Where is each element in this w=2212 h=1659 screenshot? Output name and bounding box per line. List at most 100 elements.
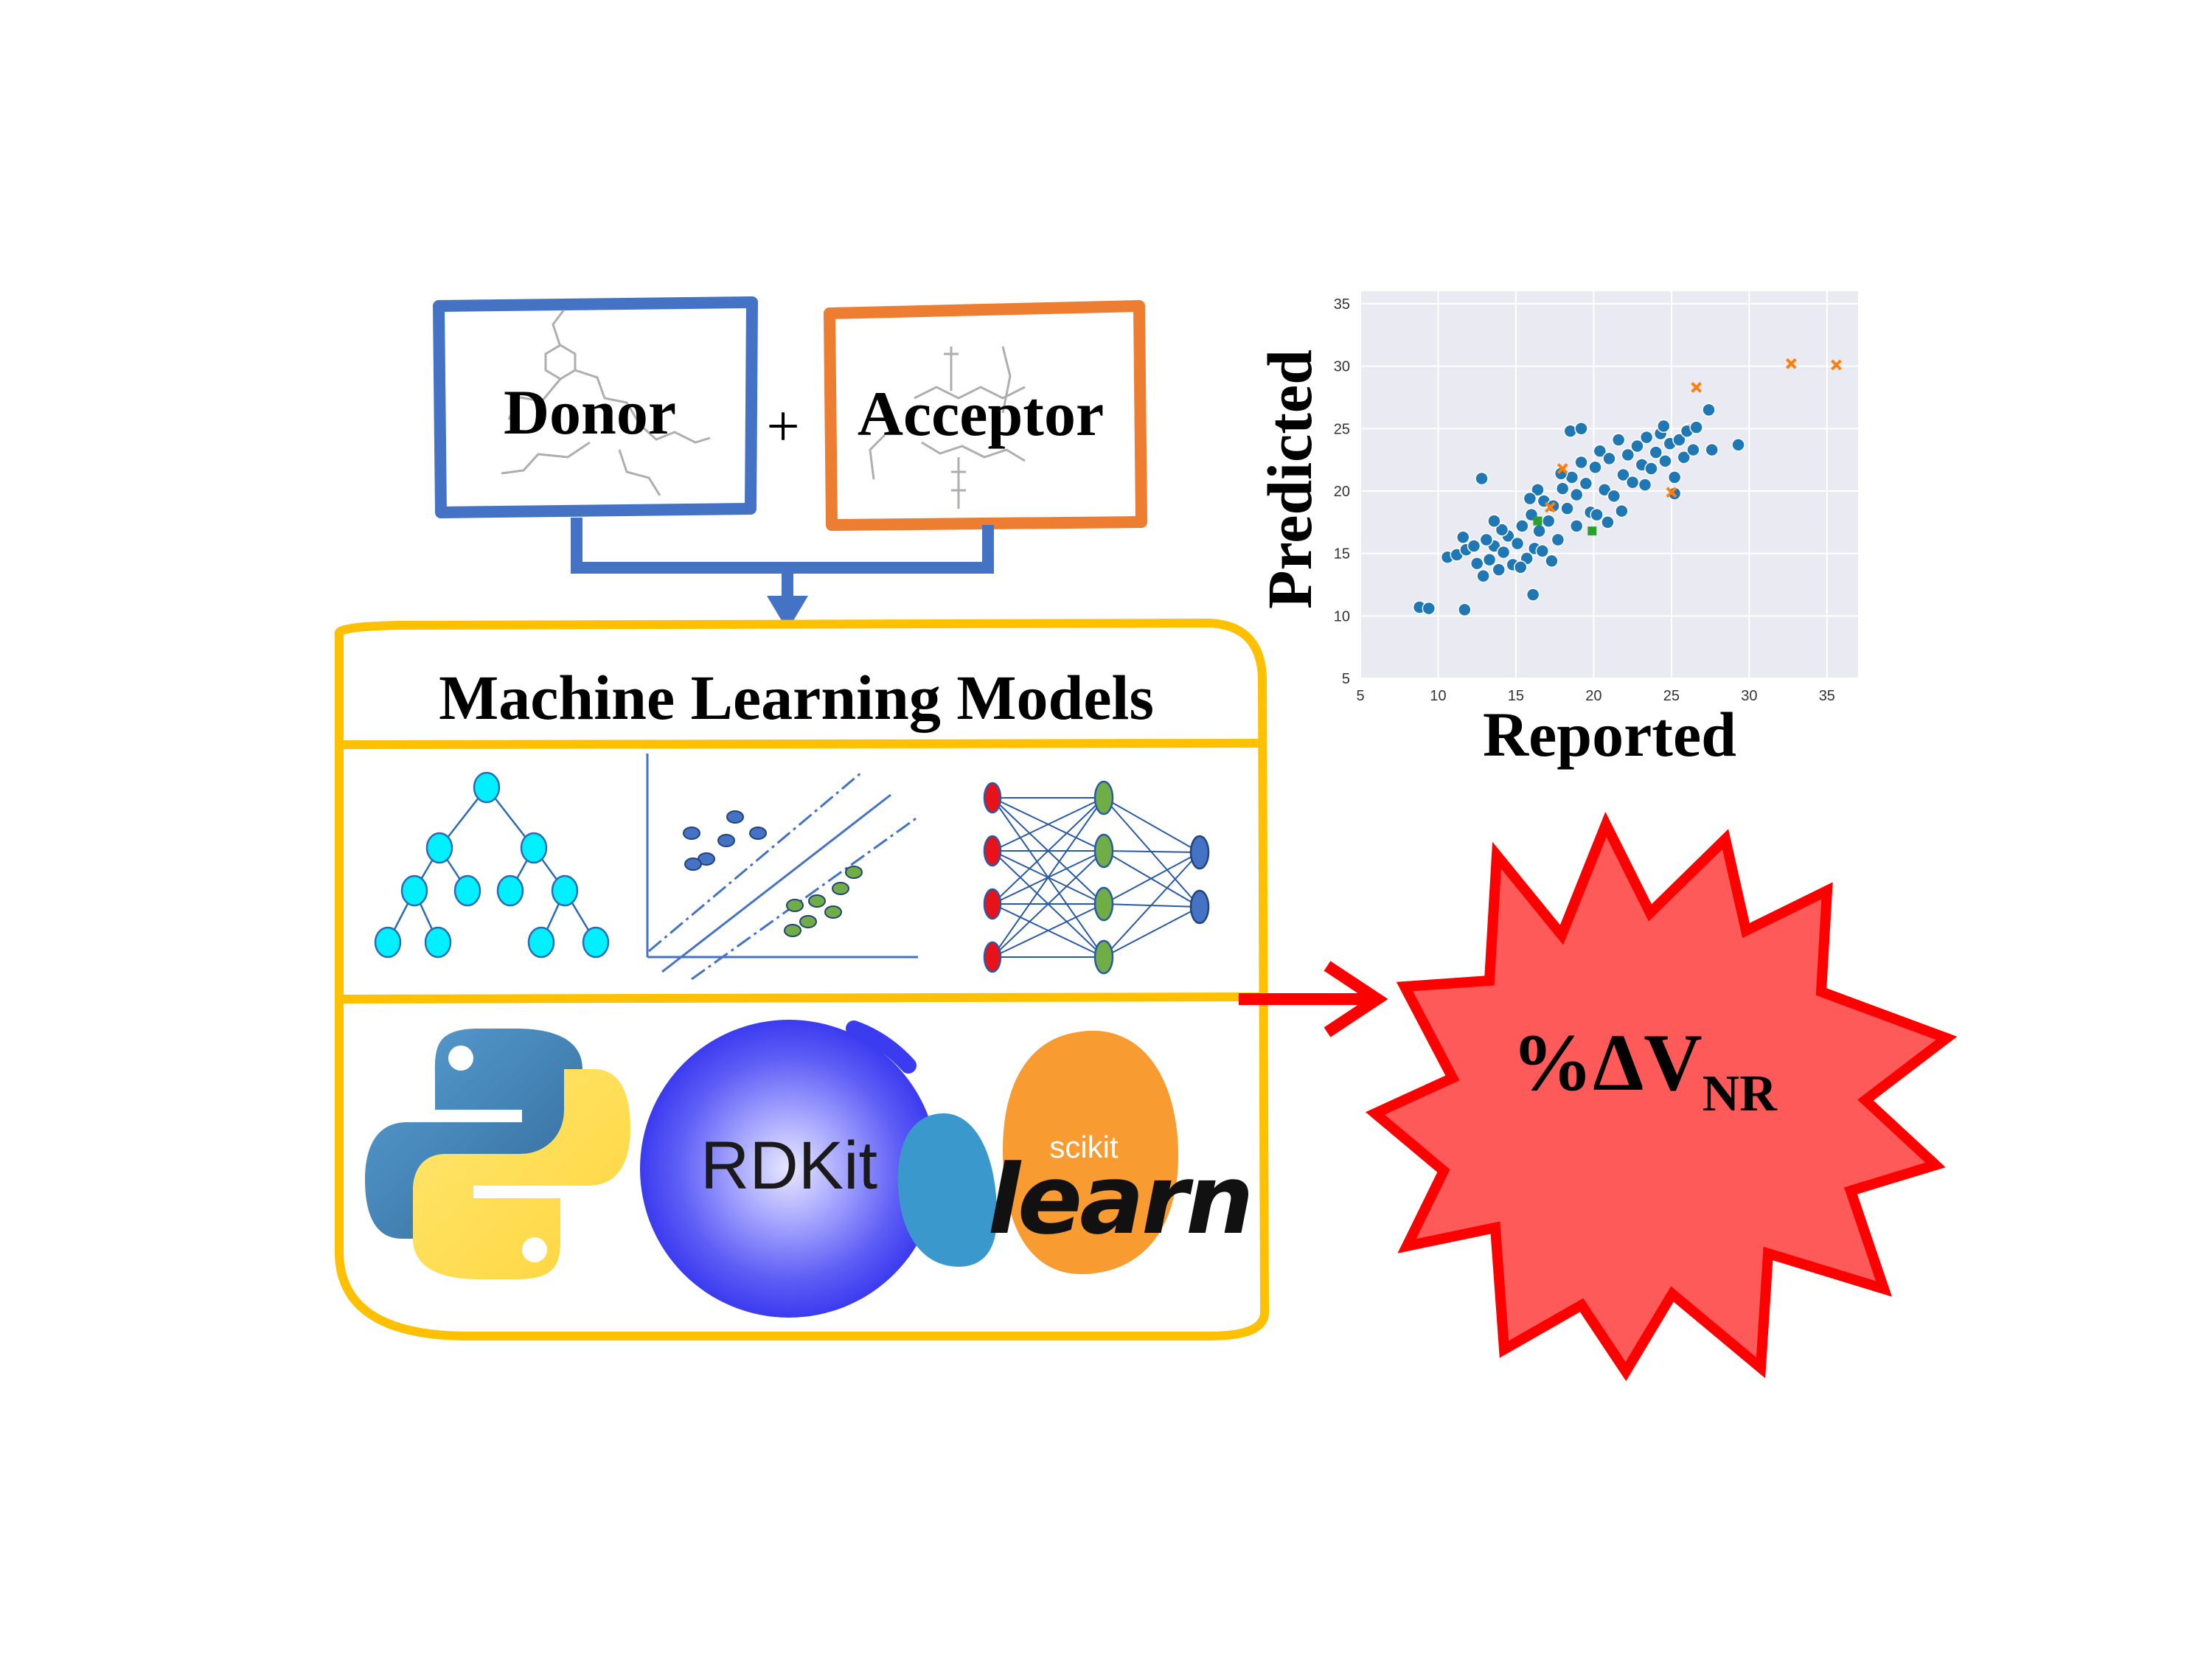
- input-connector-arrow: [571, 518, 994, 630]
- rdkit-logo-text: RDKit: [700, 1128, 877, 1203]
- x-tick-label: 10: [1430, 688, 1446, 704]
- data-point-circle: [1702, 403, 1716, 417]
- data-point-circle: [1569, 519, 1584, 533]
- data-point-circle: [1649, 445, 1663, 459]
- data-point-circle: [1555, 481, 1570, 495]
- data-point-circle: [1607, 489, 1621, 503]
- data-point-circle: [1579, 476, 1593, 491]
- acceptor-box: Acceptor: [824, 300, 1147, 531]
- neural-network-icon: [983, 780, 1210, 975]
- data-point-circle: [1593, 444, 1607, 459]
- data-point-circle: [1482, 552, 1497, 567]
- svm-scatter-icon: [646, 754, 919, 981]
- data-point-circle: [1422, 601, 1436, 616]
- data-point-circle: [1597, 483, 1612, 497]
- data-point-circle: [1731, 438, 1745, 452]
- y-tick-label: 30: [1334, 359, 1350, 375]
- data-point-circle: [1644, 462, 1658, 476]
- seaborn-logo: [897, 1113, 998, 1267]
- data-point-circle: [1569, 487, 1584, 502]
- acceptor-molecule-icon: [869, 346, 1026, 509]
- x-tick-label: 35: [1819, 688, 1835, 704]
- data-point-x: [1785, 358, 1797, 369]
- data-point-circle: [1496, 545, 1511, 560]
- models-title: Machine Learning Models: [439, 662, 1154, 733]
- data-point-circle: [1672, 433, 1686, 447]
- data-point-circle: [1476, 568, 1490, 583]
- data-point-circle: [1638, 478, 1652, 492]
- data-point-circle: [1616, 467, 1630, 482]
- data-point-circle: [1515, 519, 1529, 533]
- data-point-circle: [1621, 448, 1635, 462]
- data-point-x: [1831, 359, 1842, 371]
- data-point-circle: [1487, 514, 1501, 528]
- donor-label: Donor: [504, 377, 676, 448]
- plus-sign: +: [766, 394, 799, 459]
- scikit-small-text: scikit: [1049, 1130, 1119, 1164]
- data-point-circle: [1625, 475, 1640, 490]
- data-point-circle: [1574, 455, 1588, 470]
- data-point-circle: [1611, 433, 1626, 447]
- data-point-circle: [1541, 514, 1556, 528]
- x-tick-label: 25: [1663, 688, 1680, 704]
- x-tick-label: 15: [1508, 688, 1524, 704]
- data-point-circle: [1686, 442, 1700, 457]
- x-tick-label: 5: [1356, 688, 1364, 704]
- rdkit-logo: RDKit: [640, 1020, 938, 1318]
- data-point-square: [1533, 516, 1543, 526]
- learn-text: learn: [987, 1144, 1251, 1256]
- y-tick-label: 25: [1334, 421, 1350, 437]
- svg-text:%ΔVNR: %ΔVNR: [1512, 1018, 1778, 1122]
- data-point-circle: [1467, 539, 1481, 553]
- donor-box: Donor: [433, 296, 758, 518]
- scikit-learn-logo: scikit learn: [987, 1030, 1254, 1275]
- data-point-circle: [1601, 515, 1615, 529]
- data-point-circle: [1470, 556, 1484, 571]
- data-point-circle: [1535, 544, 1550, 558]
- data-point-circle: [1523, 491, 1537, 506]
- data-point-circle: [1492, 563, 1506, 577]
- data-point-circle: [1639, 430, 1654, 445]
- data-point-circle: [1526, 588, 1540, 602]
- decision-tree-icon: [374, 771, 610, 959]
- data-point-circle: [1658, 454, 1672, 468]
- data-point-circle: [1705, 442, 1719, 457]
- data-point-circle: [1475, 471, 1489, 486]
- data-point-circle: [1545, 554, 1559, 568]
- data-point-circle: [1667, 470, 1682, 484]
- data-point-x: [1544, 501, 1556, 513]
- data-point-circle: [1458, 602, 1472, 617]
- data-point-x: [1691, 381, 1703, 393]
- data-point-circle: [1588, 460, 1602, 475]
- data-point-circle: [1514, 560, 1528, 574]
- y-tick-label: 15: [1334, 546, 1350, 563]
- data-point-circle: [1677, 450, 1691, 465]
- data-point-square: [1587, 526, 1597, 536]
- data-point-circle: [1602, 451, 1616, 466]
- data-point-x: [1666, 487, 1677, 498]
- data-point-circle: [1479, 532, 1494, 547]
- chart-points: [1412, 358, 1842, 617]
- donor-molecule-icon: [501, 309, 711, 496]
- chart-plot-area: [1360, 291, 1858, 678]
- y-tick-label: 5: [1342, 671, 1350, 687]
- data-point-circle: [1510, 536, 1525, 551]
- y-tick-label: 10: [1334, 608, 1350, 625]
- y-tick-label: 35: [1334, 296, 1350, 313]
- data-point-circle: [1590, 507, 1604, 522]
- x-tick-label: 30: [1741, 688, 1757, 704]
- x-tick-label: 20: [1585, 688, 1601, 704]
- data-point-x: [1557, 463, 1568, 474]
- python-logo: [365, 1029, 630, 1279]
- data-point-circle: [1615, 504, 1629, 518]
- data-point-circle: [1551, 532, 1565, 547]
- data-point-circle: [1455, 530, 1470, 544]
- output-label: %ΔV: [1512, 1018, 1702, 1107]
- data-point-circle: [1574, 422, 1588, 436]
- data-point-circle: [1495, 523, 1509, 537]
- data-point-circle: [1560, 501, 1574, 515]
- data-point-circle: [1531, 483, 1545, 497]
